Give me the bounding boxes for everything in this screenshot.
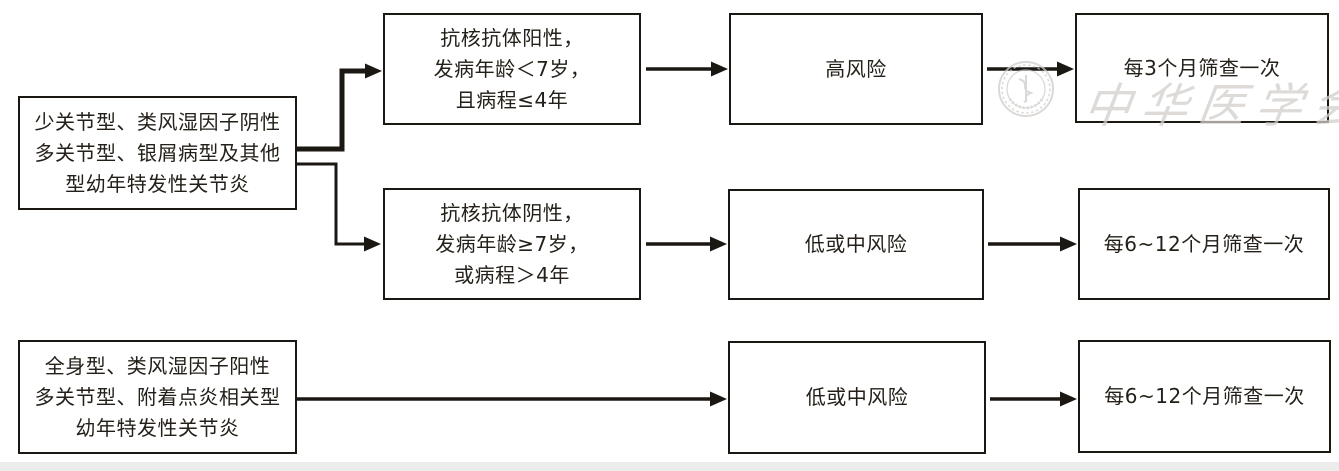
chinese-medical-association-seal-icon <box>998 61 1054 117</box>
node-screen-every-6-12-months-2: 每6~12个月筛查一次 <box>1078 340 1331 453</box>
node-low-mid-risk-1: 低或中风险 <box>728 189 984 300</box>
edge-oligo-to-ana-negative-arrow <box>297 162 381 252</box>
node-oligoarticular-source: 少关节型、类风湿因子阴性 多关节型、银屑病型及其他 型幼年特发性关节炎 <box>18 96 297 210</box>
node-screen-every-6-12-months-1: 每6~12个月筛查一次 <box>1078 188 1330 300</box>
edge-oligo-to-ana-positive-arrow <box>297 63 382 152</box>
node-low-mid-risk-2: 低或中风险 <box>728 341 986 454</box>
node-systemic-source: 全身型、类风湿因子阳性 多关节型、附着点炎相关型 幼年特发性关节炎 <box>18 340 297 454</box>
node-screen-every-3-months: 每3个月筛查一次 <box>1075 13 1329 123</box>
node-ana-negative-criteria: 抗核抗体阴性， 发病年龄≥7岁， 或病程＞4年 <box>383 188 641 300</box>
bottom-border-strip <box>0 462 1339 471</box>
node-ana-positive-criteria: 抗核抗体阳性， 发病年龄＜7岁， 且病程≤4年 <box>383 13 641 125</box>
node-high-risk: 高风险 <box>729 13 983 125</box>
